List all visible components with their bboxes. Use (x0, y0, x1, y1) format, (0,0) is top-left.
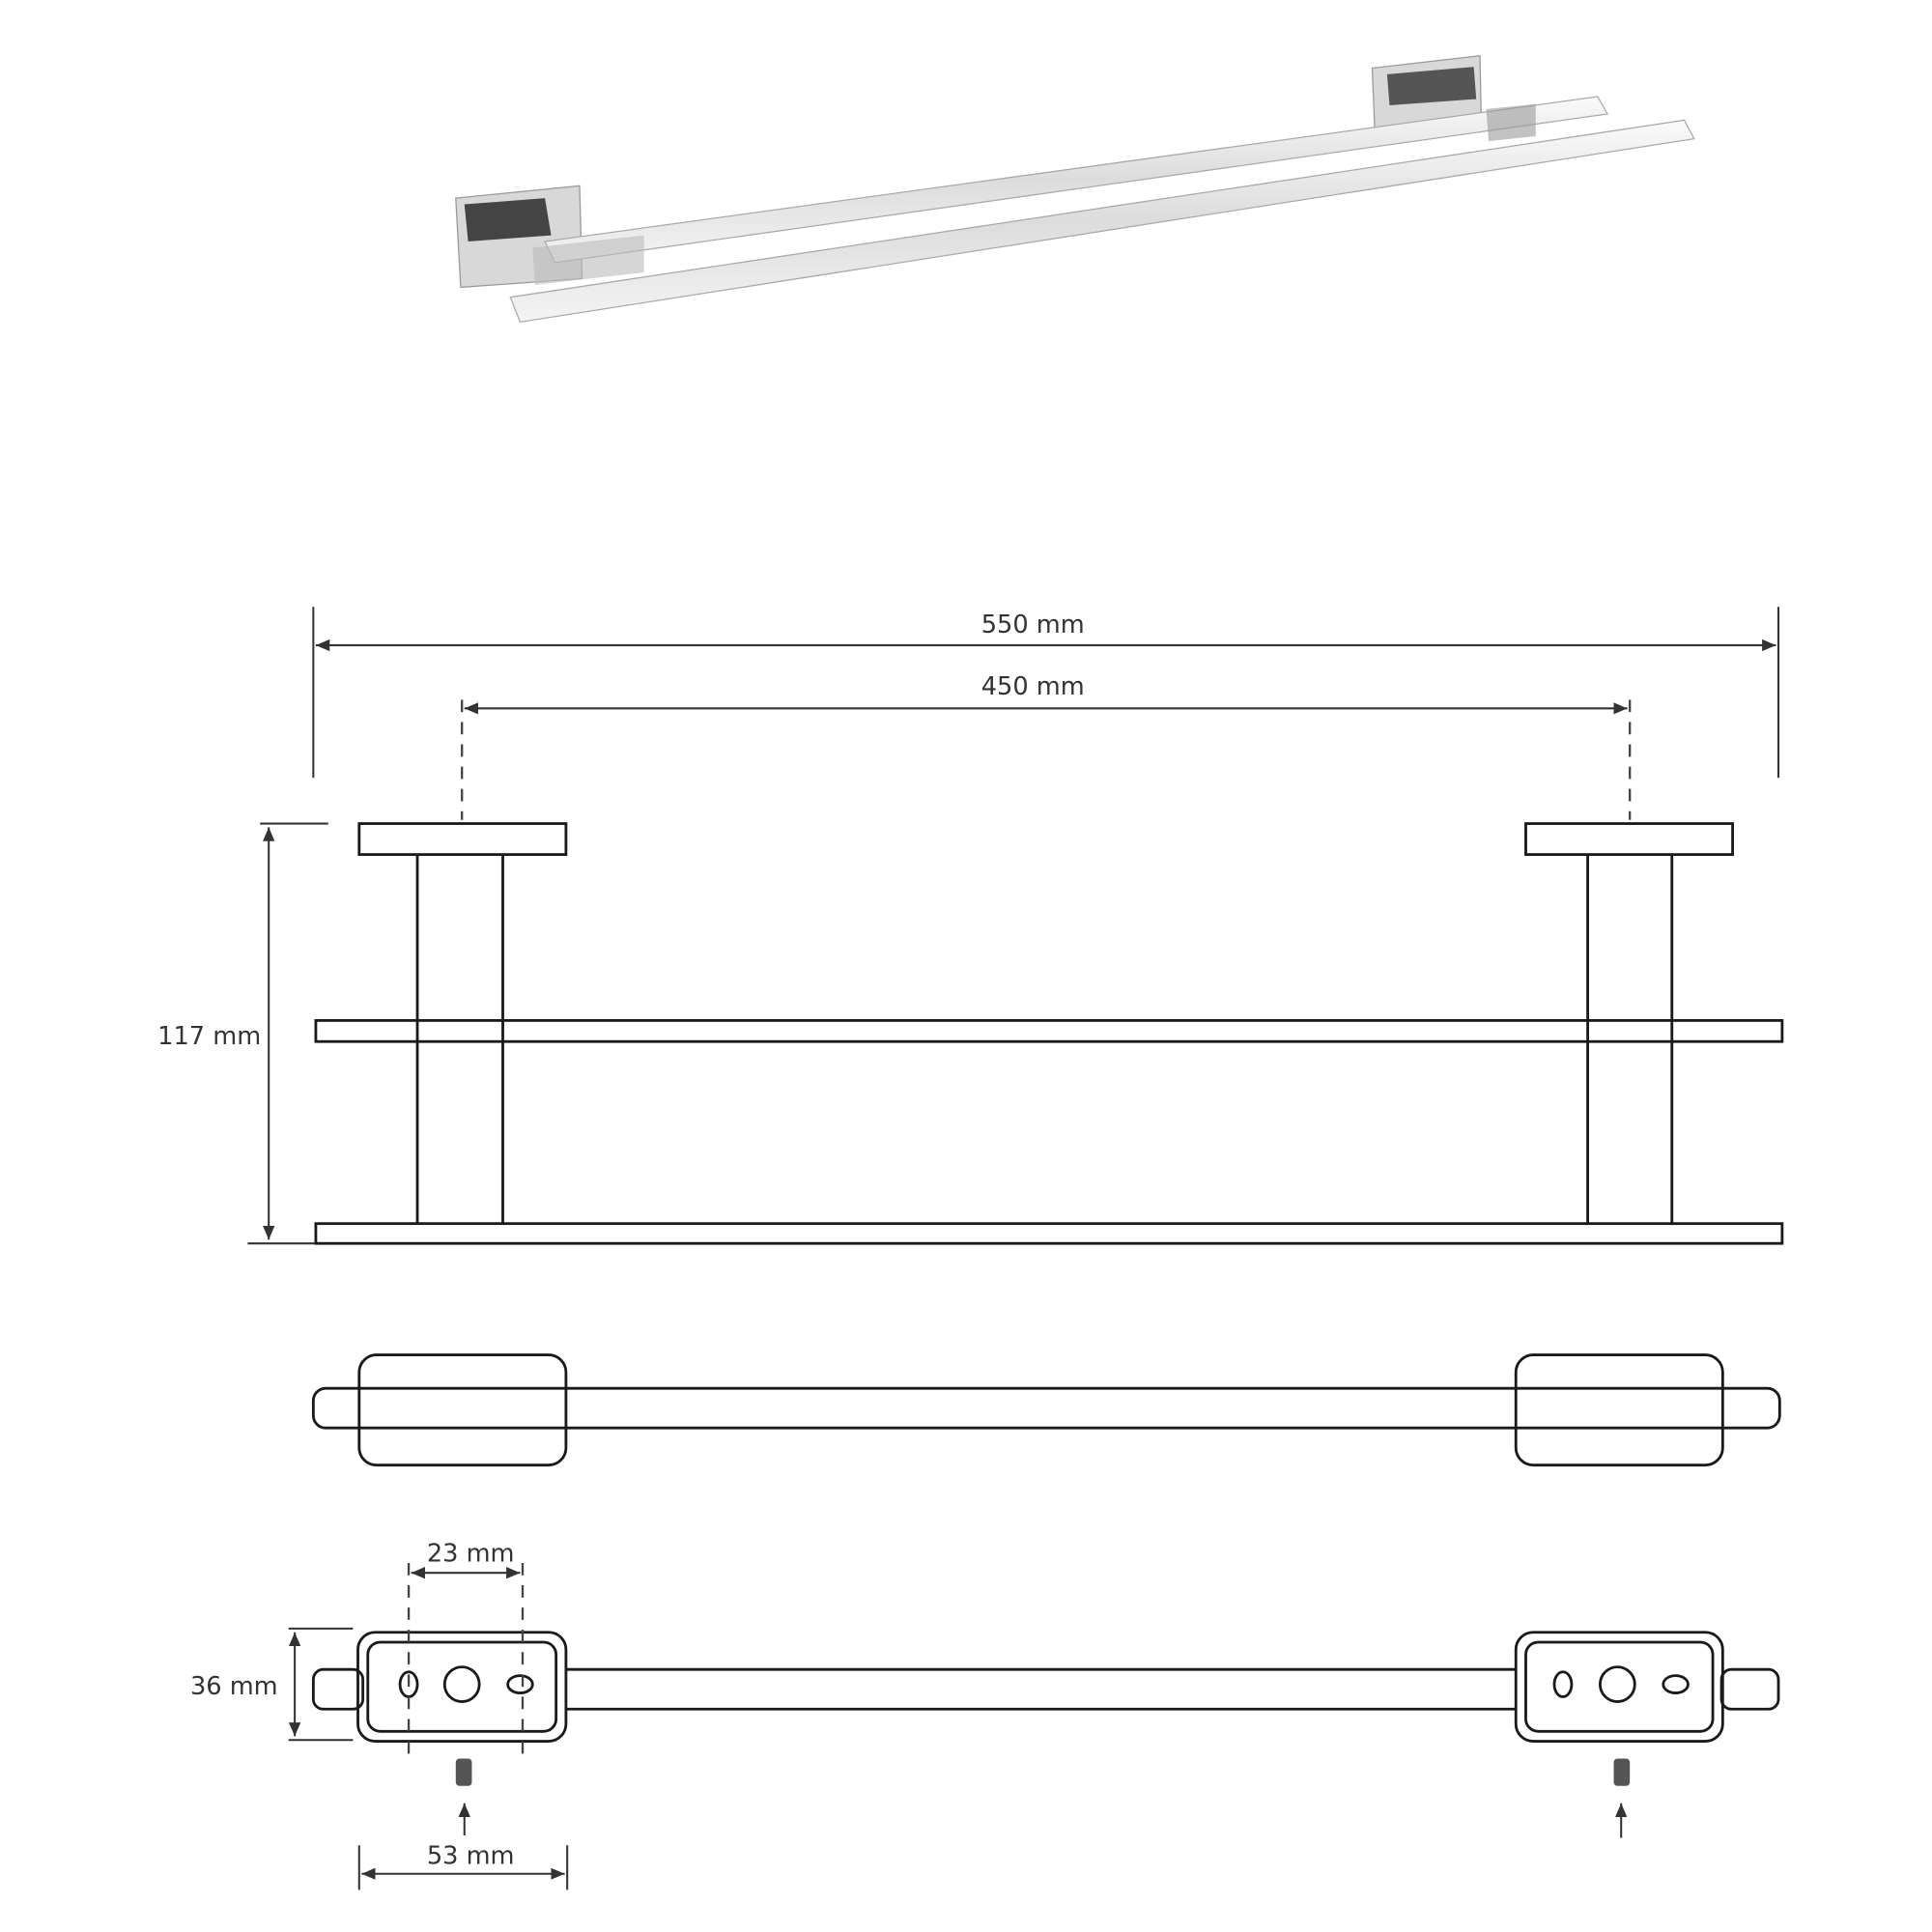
screw-icon (455, 1758, 472, 1786)
label-base-height: 36 mm (190, 1672, 278, 1701)
product-render (455, 54, 1695, 324)
screw-icon (1613, 1758, 1631, 1786)
label-mount-spacing: 450 mm (981, 672, 1085, 701)
label-base-width: 53 mm (427, 1841, 515, 1870)
label-overall-width: 550 mm (981, 611, 1085, 639)
mounting-view (288, 1562, 1780, 1890)
top-view (311, 1353, 1781, 1467)
label-depth: 117 mm (157, 1022, 261, 1051)
label-hole-spacing: 23 mm (427, 1540, 515, 1569)
front-view (247, 607, 1784, 1245)
